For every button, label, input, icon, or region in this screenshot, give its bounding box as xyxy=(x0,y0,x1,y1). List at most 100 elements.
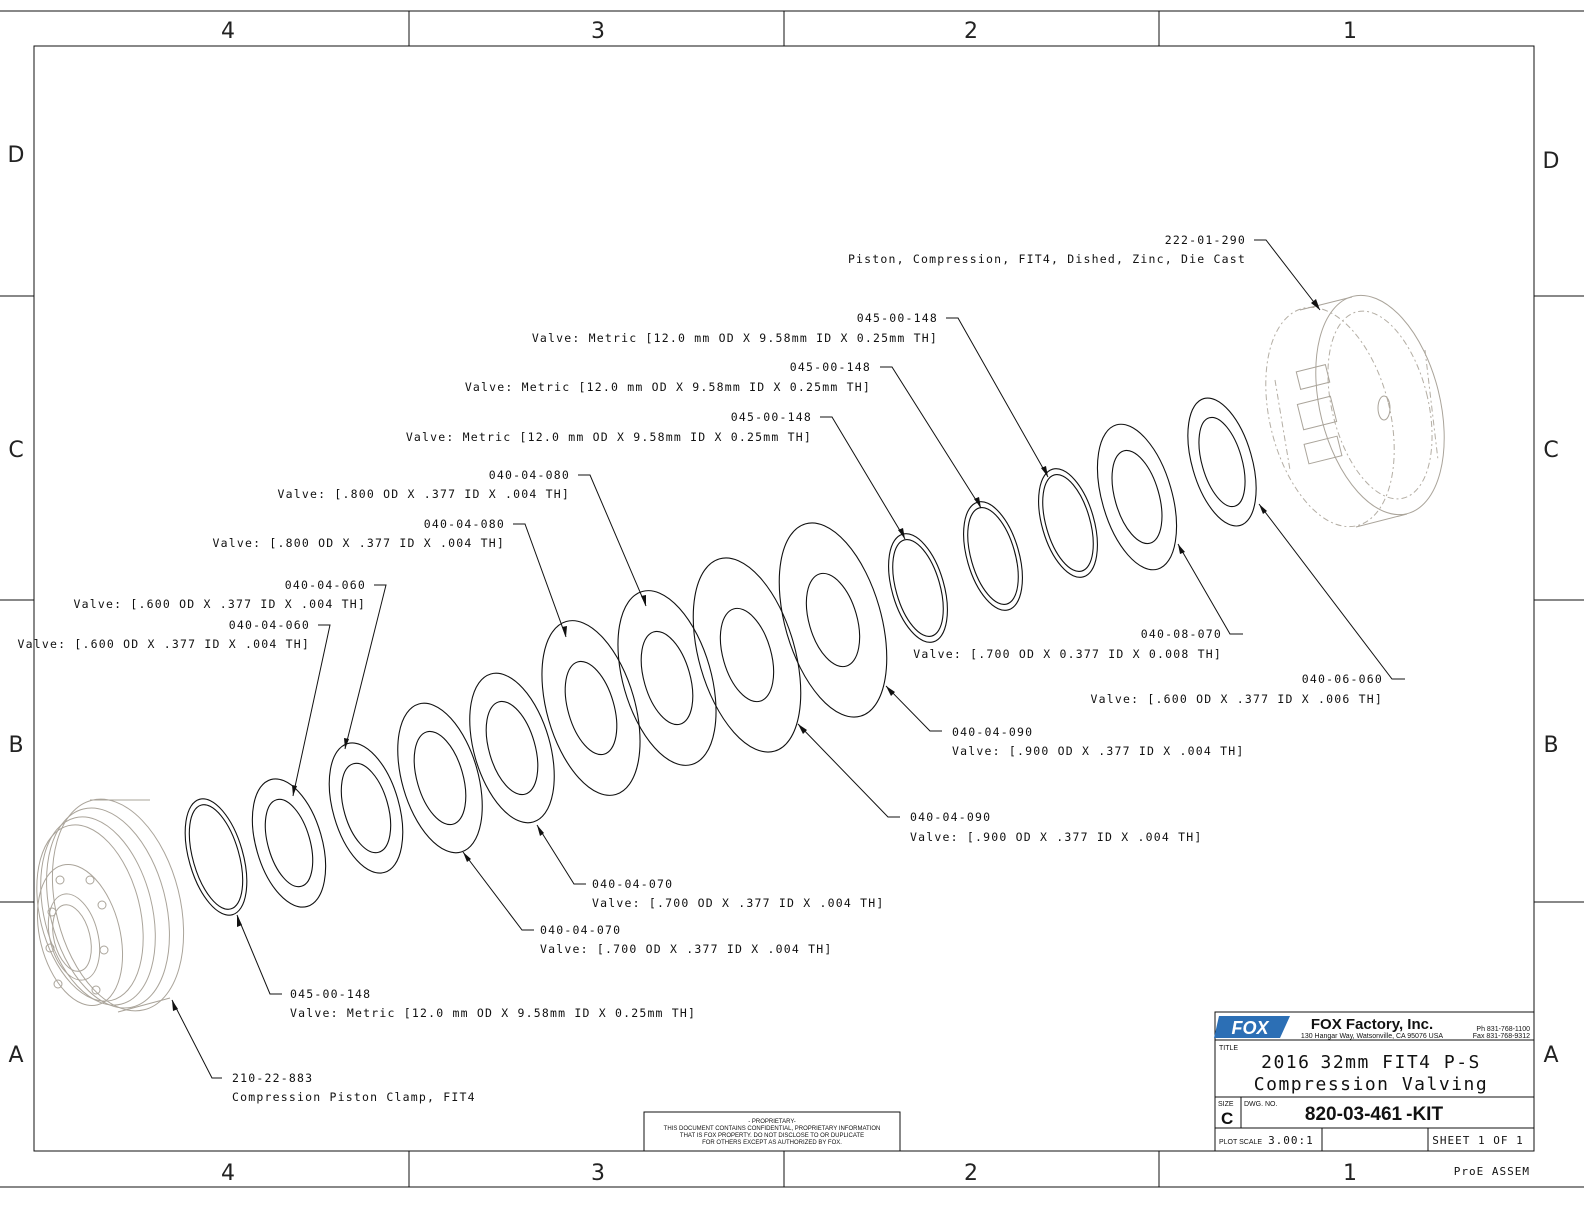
compression-piston-drawing xyxy=(1265,294,1445,528)
shim-040-04-090-b xyxy=(778,522,888,718)
callout-part-number: 040-04-060 xyxy=(229,618,310,632)
callout-description: Valve: [.700 OD X .377 ID X .004 TH] xyxy=(540,942,832,956)
leader-arrowheads xyxy=(172,299,1320,1011)
plot-scale-label: PLOT SCALE xyxy=(1219,1139,1262,1146)
callout-part-number: 040-04-070 xyxy=(540,923,621,937)
shim-045-00-148-b xyxy=(888,533,948,643)
callout-part-number: 040-04-060 xyxy=(285,578,366,592)
callout-040-04-070-second: 040-04-070 Valve: [.700 OD X .377 ID X .… xyxy=(540,923,832,956)
drawing-title-line-2: Compression Valving xyxy=(1254,1074,1488,1095)
callout-222-01-290: 222-01-290 Piston, Compression, FIT4, Di… xyxy=(848,233,1246,266)
callout-description: Valve: [.900 OD X .377 ID X .004 TH] xyxy=(952,744,1244,758)
shim-040-04-060-b xyxy=(328,742,404,874)
zone-labels: 4 3 2 1 4 3 2 1 D C B A D C B A xyxy=(8,19,1560,1186)
zone-col-2-top: 2 xyxy=(964,19,978,44)
dwg-no-label: DWG. NO. xyxy=(1244,1101,1277,1108)
callout-040-06-060: 040-06-060 Valve: [.600 OD X .377 ID X .… xyxy=(1091,672,1383,706)
callout-description: Valve: [.600 OD X .377 ID X .004 TH] xyxy=(18,637,310,651)
drawing-number: 820-03-461 -KIT xyxy=(1305,1104,1444,1125)
shim-040-04-080-a xyxy=(541,620,641,796)
callout-040-04-060-top: 040-04-060 Valve: [.600 OD X .377 ID X .… xyxy=(74,578,366,611)
callout-part-number: 210-22-883 xyxy=(232,1071,313,1085)
plot-scale-value: 3.00:1 xyxy=(1268,1134,1314,1147)
drawing-title-model: 32mm FIT4 P-S xyxy=(1320,1052,1480,1073)
shim-045-00-148-a xyxy=(184,798,248,916)
callout-part-number: 040-04-070 xyxy=(592,877,673,891)
drawing-number-suffix: -KIT xyxy=(1406,1104,1443,1125)
zone-col-1-bottom: 1 xyxy=(1343,1161,1357,1186)
callout-description: Piston, Compression, FIT4, Dished, Zinc,… xyxy=(848,252,1246,266)
callout-210-22-883: 210-22-883 Compression Piston Clamp, FIT… xyxy=(232,1071,476,1104)
callout-045-00-148-third: 045-00-148 Valve: Metric [12.0 mm OD X 9… xyxy=(406,410,812,444)
callout-part-number: 040-04-090 xyxy=(910,810,991,824)
callout-040-04-080-second: 040-04-080 Valve: [.800 OD X .377 ID X .… xyxy=(213,517,505,550)
zone-row-d-left: D xyxy=(8,143,25,168)
proprietary-notice: - PROPRIETARY- THIS DOCUMENT CONTAINS CO… xyxy=(643,1111,901,1152)
proprietary-line-3: THAT IS FOX PROPERTY. DO NOT DISCLOSE TO… xyxy=(680,1133,864,1139)
plot-scale: PLOT SCALE 3.00:1 xyxy=(1219,1131,1314,1148)
zone-col-2-bottom: 2 xyxy=(964,1161,978,1186)
size-label: SIZE xyxy=(1218,1101,1234,1108)
callout-040-04-090-second: 040-04-090 Valve: [.900 OD X .377 ID X .… xyxy=(910,810,1202,844)
zone-col-4-top: 4 xyxy=(221,19,235,44)
callout-description: Valve: [.700 OD X 0.377 ID X 0.008 TH] xyxy=(913,647,1222,661)
callouts: 222-01-290 Piston, Compression, FIT4, Di… xyxy=(18,233,1383,1104)
shim-040-06-060 xyxy=(1187,397,1257,527)
callout-part-number: 045-00-148 xyxy=(290,987,371,1001)
callout-045-00-148-bottom: 045-00-148 Valve: Metric [12.0 mm OD X 9… xyxy=(290,987,696,1020)
zone-row-c-right: C xyxy=(1543,438,1558,463)
drawing-title-line-1: 2016 32mm FIT4 P-S xyxy=(1261,1052,1481,1073)
shim-040-08-070 xyxy=(1096,423,1178,571)
callout-description: Valve: Metric [12.0 mm OD X 9.58mm ID X … xyxy=(406,430,812,444)
shim-040-04-070-a xyxy=(397,702,483,854)
leader-lines xyxy=(171,239,1405,1079)
callout-description: Valve: [.800 OD X .377 ID X .004 TH] xyxy=(213,536,505,550)
callout-part-number: 045-00-148 xyxy=(857,311,938,325)
callout-040-04-070-top: 040-04-070 Valve: [.700 OD X .377 ID X .… xyxy=(592,877,884,910)
zone-col-3-top: 3 xyxy=(591,19,605,44)
callout-description: Valve: [.600 OD X .377 ID X .006 TH] xyxy=(1091,692,1383,706)
piston-clamp-drawing xyxy=(36,798,185,1013)
shim-045-00-148-c xyxy=(963,501,1023,611)
callout-part-number: 040-04-080 xyxy=(489,468,570,482)
callout-040-04-090-top: 040-04-090 Valve: [.900 OD X .377 ID X .… xyxy=(952,725,1244,758)
zone-row-b-right: B xyxy=(1543,733,1558,758)
zone-row-c-left: C xyxy=(8,438,23,463)
company-address: 130 Hangar Way, Watsonville, CA 95076 US… xyxy=(1301,1033,1443,1040)
proprietary-line-4: FOR OTHERS EXCEPT AS AUTHORIZED BY FOX. xyxy=(702,1140,842,1146)
callout-045-00-148-top: 045-00-148 Valve: Metric [12.0 mm OD X 9… xyxy=(532,311,938,345)
drawing-number-main: 820-03-461 xyxy=(1305,1104,1403,1125)
callout-description: Valve: [.700 OD X .377 ID X .004 TH] xyxy=(592,896,884,910)
callout-description: Valve: [.600 OD X .377 ID X .004 TH] xyxy=(74,597,366,611)
callout-part-number: 040-04-080 xyxy=(424,517,505,531)
shim-045-00-148-d xyxy=(1038,468,1098,578)
shim-040-04-090-a xyxy=(692,557,802,753)
fox-logo: FOX xyxy=(1214,1016,1290,1038)
shim-040-04-070-b xyxy=(469,672,555,824)
zone-col-4-bottom: 4 xyxy=(221,1161,235,1186)
callout-description: Valve: Metric [12.0 mm OD X 9.58mm ID X … xyxy=(290,1006,696,1020)
callout-045-00-148-second: 045-00-148 Valve: Metric [12.0 mm OD X 9… xyxy=(465,360,871,394)
shim-040-04-080-b xyxy=(617,590,717,766)
callout-040-08-070: 040-08-070 Valve: [.700 OD X 0.377 ID X … xyxy=(913,627,1222,661)
fox-logo-text: FOX xyxy=(1231,1018,1269,1038)
proprietary-line-1: - PROPRIETARY- xyxy=(748,1119,796,1125)
callout-part-number: 045-00-148 xyxy=(790,360,871,374)
callout-040-04-060-second: 040-04-060 Valve: [.600 OD X .377 ID X .… xyxy=(18,618,310,651)
callout-description: Valve: [.900 OD X .377 ID X .004 TH] xyxy=(910,830,1202,844)
callout-part-number: 040-08-070 xyxy=(1141,627,1222,641)
callout-description: Compression Piston Clamp, FIT4 xyxy=(232,1090,476,1104)
company-phone: Ph 831-768-1100 xyxy=(1476,1026,1530,1033)
company-name: FOX Factory, Inc. xyxy=(1311,1016,1433,1033)
title-label: TITLE xyxy=(1219,1045,1238,1052)
callout-part-number: 040-04-090 xyxy=(952,725,1033,739)
drawing-title-year: 2016 xyxy=(1261,1052,1310,1073)
proprietary-line-2: THIS DOCUMENT CONTAINS CONFIDENTIAL, PRO… xyxy=(664,1126,881,1132)
zone-row-b-left: B xyxy=(8,733,23,758)
zone-row-a-left: A xyxy=(8,1043,23,1068)
callout-part-number: 040-06-060 xyxy=(1302,672,1383,686)
title-block: FOX FOX Factory, Inc. 130 Hangar Way, Wa… xyxy=(1214,1011,1535,1152)
cad-source: ProE ASSEM xyxy=(1454,1165,1530,1178)
callout-description: Valve: [.800 OD X .377 ID X .004 TH] xyxy=(278,487,570,501)
callout-description: Valve: Metric [12.0 mm OD X 9.58mm ID X … xyxy=(532,331,938,345)
